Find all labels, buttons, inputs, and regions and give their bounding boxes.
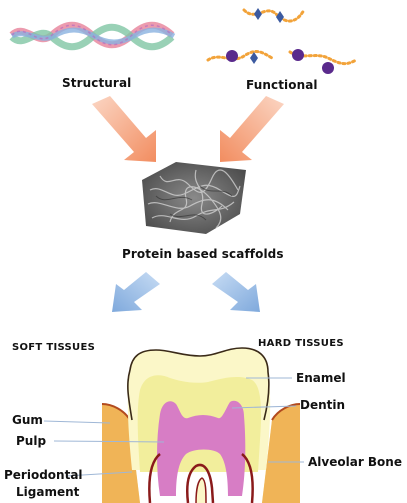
leader-lines (43, 377, 304, 477)
arrow-functional-to-scaffold (220, 96, 284, 162)
functional-protein-icon (206, 8, 358, 74)
scaffold-cube-icon (142, 162, 246, 234)
structural-protein-icon (9, 21, 176, 51)
arrow-structural-to-scaffold (92, 96, 156, 162)
arrow-scaffold-to-soft-tissues (112, 272, 160, 312)
periodontal-label-line2: Ligament (16, 485, 80, 499)
tooth-cross-section (101, 347, 301, 503)
pulp-label: Pulp (16, 434, 47, 448)
dentin-label: Dentin (300, 398, 346, 412)
alveolar-bone-label: Alveolar Bone (308, 455, 402, 469)
functional-label: Functional (246, 78, 318, 92)
gum-label: Gum (12, 413, 43, 427)
arrow-scaffold-to-hard-tissues (212, 272, 260, 312)
soft-tissues-heading: SOFT TISSUES (12, 342, 96, 353)
periodontal-label-line1: Periodontal (4, 468, 83, 482)
scaffolds-label: Protein based scaffolds (122, 247, 284, 261)
structural-label: Structural (62, 76, 132, 90)
hard-tissues-heading: HARD TISSUES (258, 338, 344, 349)
enamel-label: Enamel (296, 371, 346, 385)
